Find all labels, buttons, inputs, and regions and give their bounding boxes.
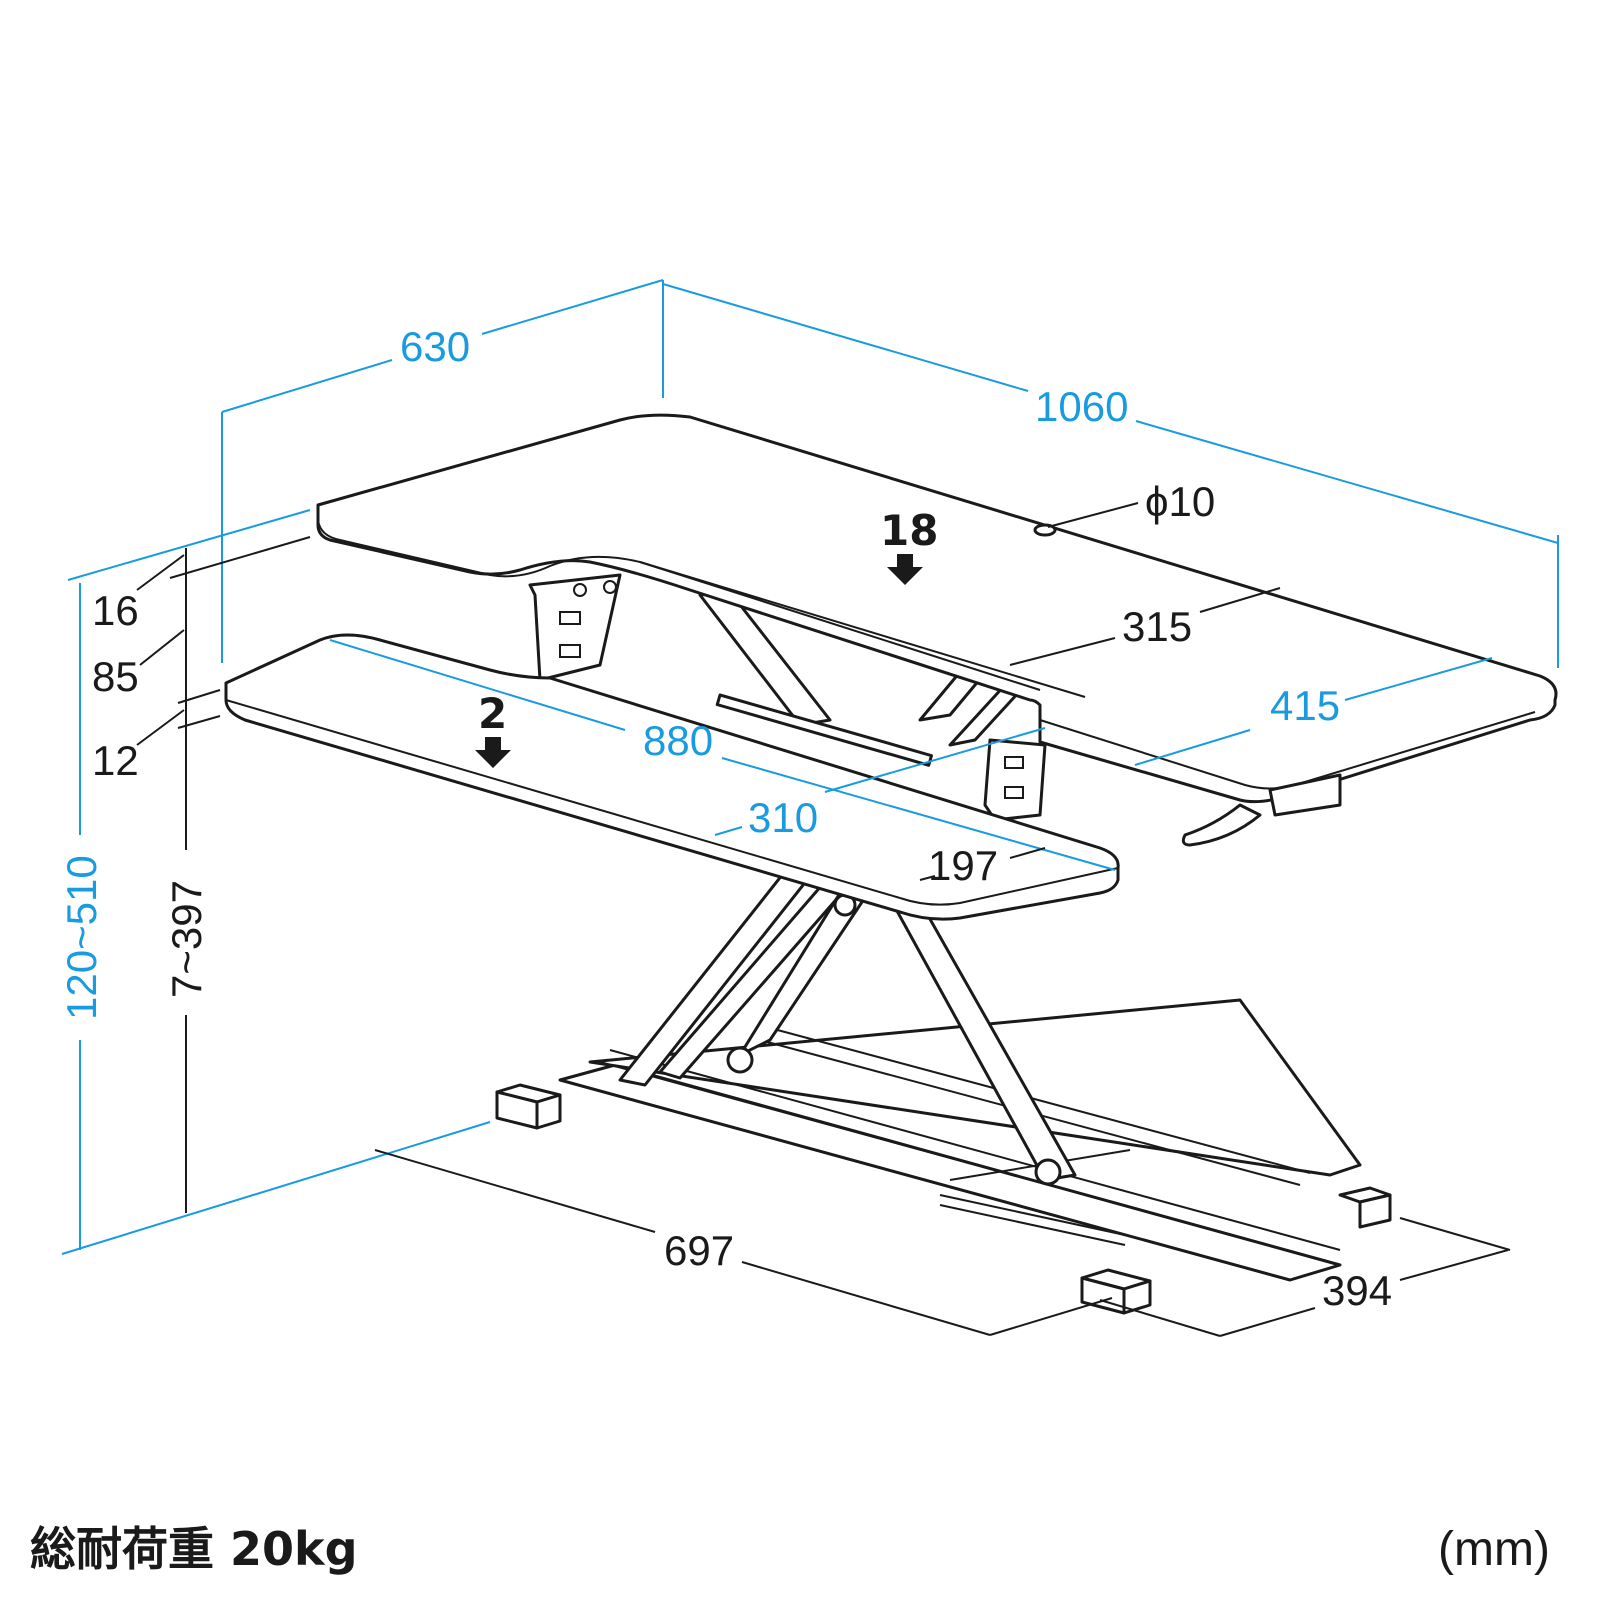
black-dimension-lines <box>136 502 1511 1337</box>
left-bracket <box>528 573 622 682</box>
dim-hole: ϕ10 <box>1145 478 1215 525</box>
dim-tray-width: 880 <box>643 717 713 764</box>
dim-tray-inset: 197 <box>928 842 998 889</box>
product-drawing <box>224 413 1558 1315</box>
dim-right-offset: 315 <box>1122 603 1192 650</box>
base-frame <box>495 998 1392 1315</box>
keyboard-tray <box>224 633 1120 921</box>
dim-gap: 85 <box>92 653 139 700</box>
dim-upper-thickness: 18 <box>880 506 938 555</box>
dim-base-width: 697 <box>664 1227 734 1274</box>
dim-top-depth: 630 <box>400 323 470 370</box>
load-capacity: 総耐荷重 20kg <box>30 1522 358 1576</box>
dim-right-wing: 415 <box>1270 682 1340 729</box>
dimension-labels: 630 1060 ϕ10 18 2 315 415 880 310 197 16… <box>58 323 1392 1314</box>
dim-tray-thickness: 2 <box>478 689 507 738</box>
dim-top-width: 1060 <box>1035 383 1128 430</box>
arrow-down-icon <box>887 554 923 585</box>
unit-label: (mm) <box>1438 1523 1550 1576</box>
dim-total-height: 120~510 <box>58 855 105 1020</box>
blue-dimension-lines <box>61 279 1559 1255</box>
dim-tray-board: 12 <box>92 737 139 784</box>
dim-tray-height: 7~397 <box>163 880 210 998</box>
arrow-down-icon <box>475 737 511 768</box>
dim-tray-depth: 310 <box>748 794 818 841</box>
dim-base-depth: 394 <box>1322 1267 1392 1314</box>
dim-top-board: 16 <box>92 587 139 634</box>
right-bracket <box>983 738 1342 847</box>
upper-worktop <box>316 413 1558 804</box>
thickness-arrows <box>475 554 923 768</box>
